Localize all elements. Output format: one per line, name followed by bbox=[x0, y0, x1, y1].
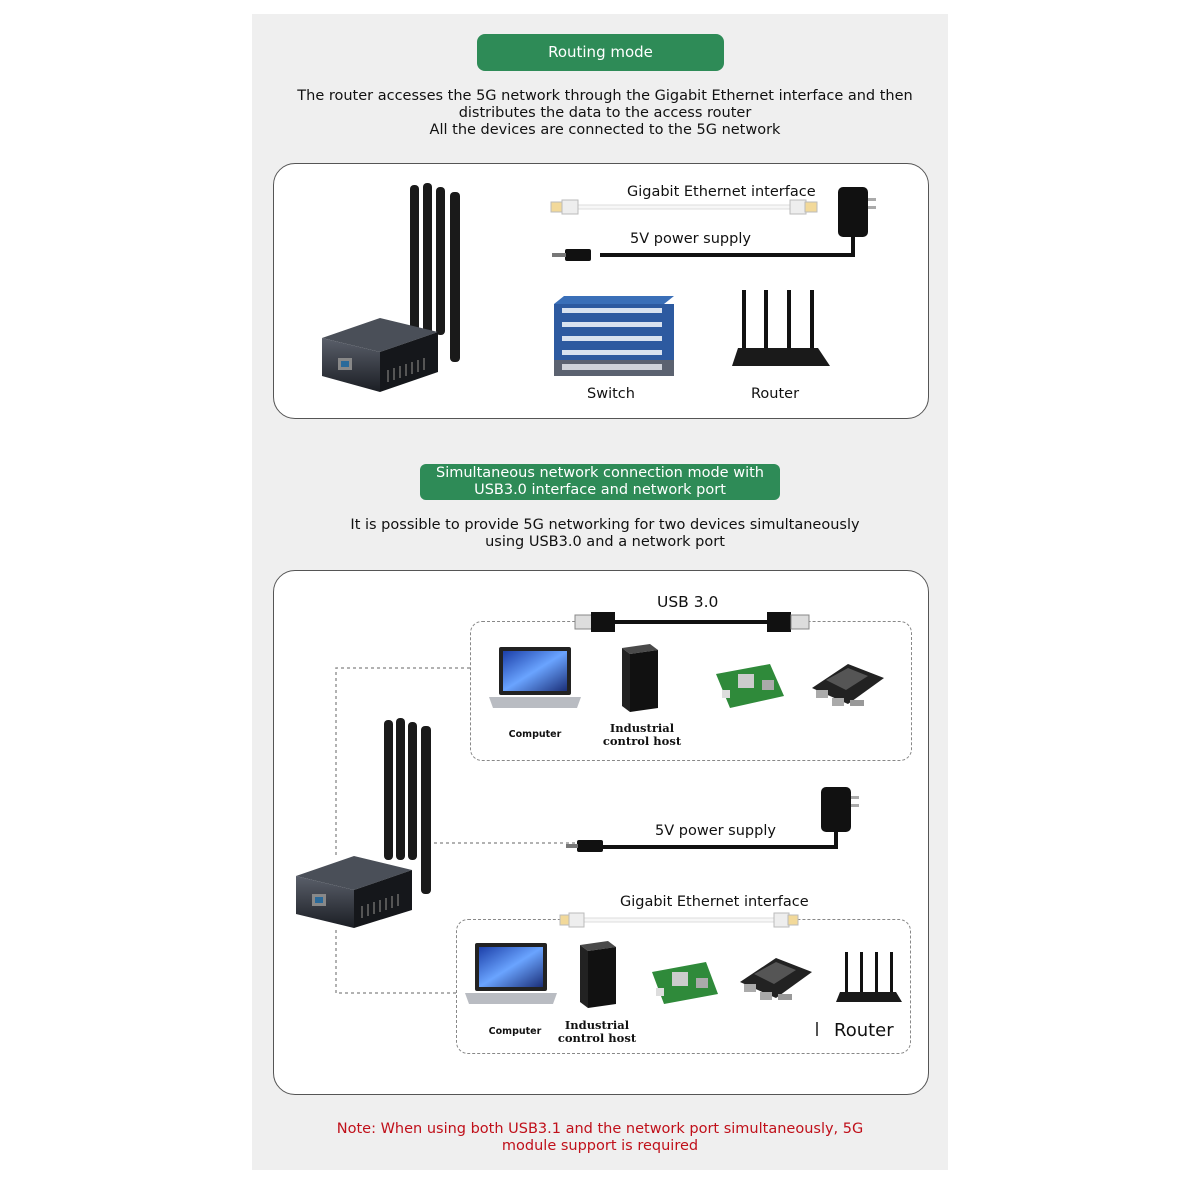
ethernet-cable-icon bbox=[559, 912, 799, 928]
power-adapter-icon bbox=[566, 787, 859, 852]
routing-mode-title: Routing mode bbox=[477, 34, 724, 71]
industrial-control-host-icon bbox=[580, 941, 616, 1008]
connection-lines bbox=[335, 667, 575, 994]
switch-icon bbox=[554, 296, 674, 376]
usb-label: USB 3.0 bbox=[657, 593, 719, 611]
power-supply-label: 5V power supply bbox=[655, 823, 776, 839]
gigabit-ethernet-label: Gigabit Ethernet interface bbox=[627, 184, 816, 200]
5g-router-device-icon bbox=[296, 718, 431, 928]
computer-icon bbox=[465, 943, 557, 1004]
router-icon bbox=[816, 952, 902, 1036]
5g-router-device-icon bbox=[322, 183, 460, 392]
industrial-control-host-label: Industrial control host bbox=[557, 1018, 637, 1045]
simultaneous-mode-title: Simultaneous network connection mode wit… bbox=[420, 464, 780, 500]
usb-cable-icon bbox=[574, 612, 810, 632]
simultaneous-mode-box bbox=[273, 570, 929, 1095]
computer-label: Computer bbox=[508, 729, 562, 740]
note-text: Note: When using both USB3.1 and the net… bbox=[336, 1121, 864, 1154]
raspberry-pi-icon bbox=[652, 962, 718, 1004]
routing-mode-description: The router accesses the 5G network throu… bbox=[297, 88, 913, 138]
switch-label: Switch bbox=[587, 386, 635, 402]
simultaneous-mode-description: It is possible to provide 5G networking … bbox=[350, 517, 860, 550]
power-supply-label: 5V power supply bbox=[630, 231, 751, 247]
computer-icon bbox=[489, 647, 581, 708]
industrial-control-host-label: Industrial control host bbox=[602, 721, 682, 748]
gigabit-ethernet-label: Gigabit Ethernet interface bbox=[620, 894, 809, 910]
jetson-board-icon bbox=[740, 958, 812, 1000]
router-label: Router bbox=[834, 1020, 894, 1041]
ethernet-cable-icon bbox=[550, 199, 818, 215]
power-adapter-icon bbox=[552, 187, 876, 261]
jetson-board-icon bbox=[812, 664, 884, 706]
computer-label: Computer bbox=[488, 1026, 542, 1037]
router-icon bbox=[732, 290, 830, 366]
industrial-control-host-icon bbox=[622, 644, 658, 712]
raspberry-pi-icon bbox=[716, 664, 784, 708]
router-label: Router bbox=[751, 386, 800, 402]
